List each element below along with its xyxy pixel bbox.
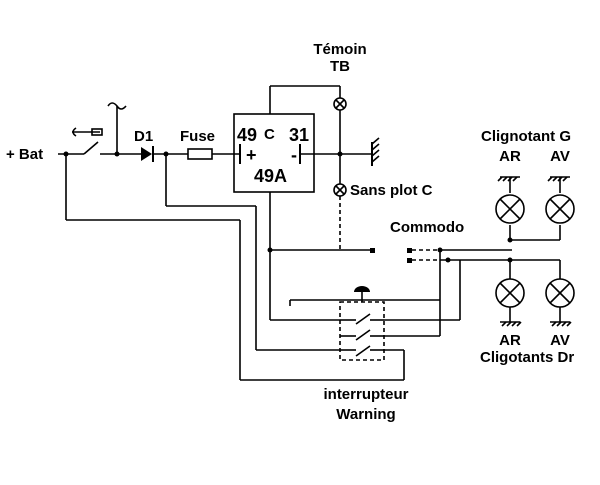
- label-pin-c: C: [264, 126, 275, 143]
- junction-tap: [114, 151, 120, 157]
- label-cligotants-dr: Cligotants Dr: [480, 349, 574, 366]
- label-fuse: Fuse: [180, 128, 215, 145]
- label-commodo: Commodo: [390, 219, 464, 236]
- label-temoin: Témoin: [313, 41, 366, 58]
- label-minus: -: [291, 145, 297, 165]
- diode-d1: [141, 146, 154, 162]
- commodo-switch: [270, 247, 512, 263]
- temoin-lamp: [333, 97, 347, 111]
- label-ar-top: AR: [499, 148, 521, 165]
- label-pin-49a: 49A: [254, 166, 287, 186]
- label-pin-49: 49: [237, 125, 257, 145]
- warning-switch: [339, 286, 385, 361]
- lamp-left-rear: [495, 176, 525, 224]
- label-warning: Warning: [336, 406, 395, 423]
- right-indicators-wiring: [507, 257, 561, 279]
- label-pin-31: 31: [289, 125, 309, 145]
- label-sans-plot-c: Sans plot C: [350, 182, 433, 199]
- lamp-right-rear: [495, 278, 525, 327]
- flasher-relay: [233, 113, 315, 193]
- wire-c-temoin: [269, 85, 341, 154]
- tap-symbol: [107, 102, 127, 154]
- label-tb: TB: [330, 58, 350, 75]
- label-clignotant-g: Clignotant G: [481, 128, 571, 145]
- lamp-right-front: [545, 278, 575, 327]
- label-bat: + Bat: [6, 146, 43, 163]
- left-indicators-wiring: [507, 225, 561, 243]
- label-plus: +: [246, 145, 257, 165]
- ground-symbol: [371, 137, 380, 166]
- warning-wiring: [65, 154, 461, 381]
- label-d1: D1: [134, 128, 153, 145]
- fuse-symbol: [187, 148, 213, 160]
- ignition-switch: [72, 127, 103, 155]
- label-ar-bottom: AR: [499, 332, 521, 349]
- label-av-top: AV: [550, 148, 570, 165]
- label-av-bottom: AV: [550, 332, 570, 349]
- lamp-left-front: [545, 176, 575, 224]
- label-interrupteur: interrupteur: [323, 386, 408, 403]
- sans-plot-c-lamp: [333, 154, 347, 250]
